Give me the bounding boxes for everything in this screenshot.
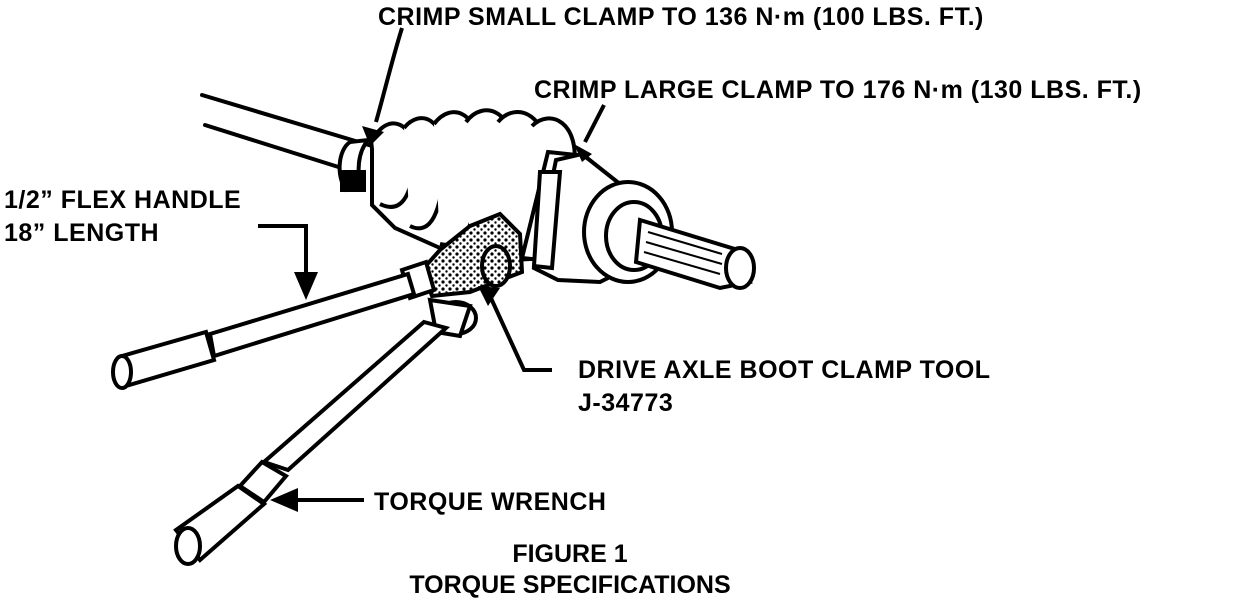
- figure-number: FIGURE 1: [512, 540, 628, 568]
- flex-handle-length-label: 18” LENGTH: [4, 219, 160, 247]
- small-clamp-label: CRIMP SMALL CLAMP TO 136 N·m (100 LBS. F…: [378, 3, 984, 31]
- boot-clamp-tool-number: J-34773: [578, 389, 674, 417]
- torque-wrench-label: TORQUE WRENCH: [374, 488, 607, 516]
- torque-wrench: [173, 297, 478, 566]
- flex-handle: [111, 271, 417, 390]
- stub-shaft: [633, 217, 756, 291]
- figure-title: TORQUE SPECIFICATIONS: [409, 571, 731, 599]
- arrow-heads: [270, 126, 592, 512]
- cv-joint-housing: [531, 151, 674, 285]
- leader-arrows: [258, 27, 606, 502]
- drive-shaft: [200, 93, 374, 172]
- boot-clamp-tool-label: DRIVE AXLE BOOT CLAMP TOOL: [578, 356, 991, 384]
- flex-handle-label: 1/2” FLEX HANDLE: [4, 186, 242, 214]
- small-clamp: [337, 137, 373, 193]
- large-clamp-label: CRIMP LARGE CLAMP TO 176 N·m (130 LBS. F…: [534, 76, 1142, 104]
